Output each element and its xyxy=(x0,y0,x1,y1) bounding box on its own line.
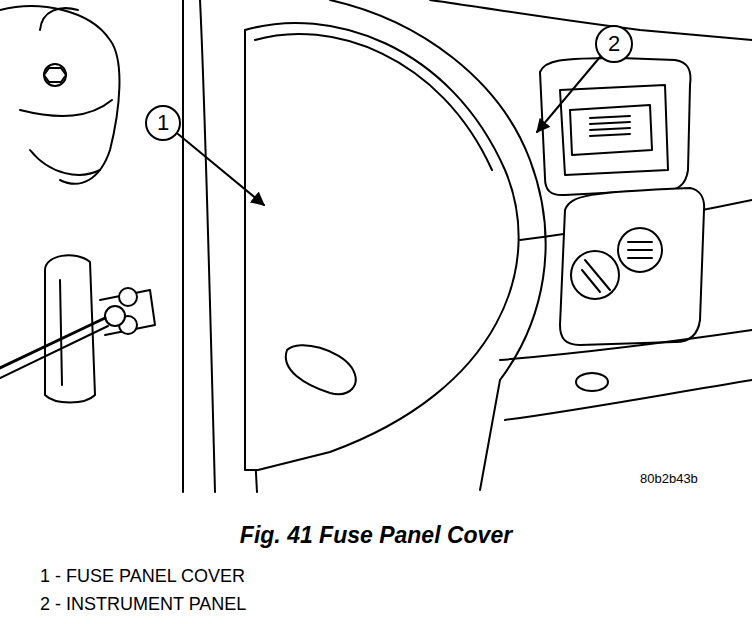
control-knob xyxy=(571,251,619,299)
lower-bezel xyxy=(500,330,752,420)
control-knob xyxy=(582,260,610,292)
door-trim xyxy=(40,8,78,30)
door-striker xyxy=(60,280,62,385)
vent-slats xyxy=(590,116,630,136)
cover-slot xyxy=(286,345,356,394)
air-vent xyxy=(570,105,652,155)
strap-bolt xyxy=(119,288,137,306)
instrument-panel-edge xyxy=(430,0,752,40)
latch-bolt xyxy=(44,68,66,82)
control-knob xyxy=(628,242,652,258)
door-trim xyxy=(0,6,119,184)
callout-circle xyxy=(596,26,632,62)
door-trim xyxy=(30,150,100,175)
door-trim xyxy=(20,100,112,116)
screwdriver xyxy=(0,326,108,378)
leader-arrow xyxy=(178,134,264,205)
fuse-panel-cover xyxy=(245,23,519,470)
door-edge-line xyxy=(182,0,184,492)
control-knob xyxy=(618,228,662,272)
cover-edge xyxy=(255,34,492,170)
latch-bolt xyxy=(44,64,66,86)
callout-number: 1 xyxy=(157,111,169,135)
legend-item: 1 - FUSE PANEL COVER xyxy=(40,567,245,587)
bezel-button xyxy=(576,373,608,391)
strap-bolt xyxy=(105,306,125,326)
air-vent xyxy=(540,58,690,195)
switch-panel xyxy=(560,188,704,345)
callout-circle xyxy=(146,106,180,140)
leader-arrow xyxy=(537,57,600,132)
screwdriver xyxy=(0,318,105,368)
figure-code: 80b2b43b xyxy=(640,472,698,486)
instrument-panel-edge xyxy=(330,0,546,490)
figure-caption: Fig. 41 Fuse Panel Cover xyxy=(240,523,512,548)
callout-number: 2 xyxy=(608,32,620,56)
door-striker xyxy=(45,255,95,402)
air-vent xyxy=(560,85,668,175)
legend-item: 2 - INSTRUMENT PANEL xyxy=(40,595,246,615)
pillar-line xyxy=(200,0,215,492)
